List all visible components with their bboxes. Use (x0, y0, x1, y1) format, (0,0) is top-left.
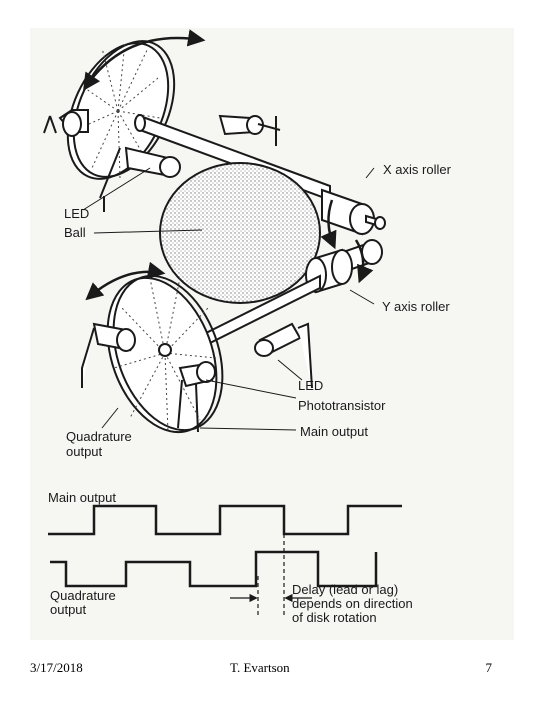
lower-encoder-disk (106, 274, 224, 434)
x-roller-rotation-arrow (320, 199, 337, 250)
label-x-axis-roller: X axis roller (383, 162, 452, 177)
label-quadrature-output-2: output (66, 444, 103, 459)
label-main-output: Main output (300, 424, 368, 439)
upper-disk-rotation-arrow (83, 29, 206, 91)
mouse-mechanism-diagram: X axis roller LED Ball Y axis roller LED… (30, 28, 514, 640)
footer-date: 3/17/2018 (30, 660, 83, 675)
main-output-waveform (48, 504, 402, 536)
label-led-top: LED (64, 206, 89, 221)
label-ball: Ball (64, 225, 86, 240)
delay-marker (230, 520, 312, 618)
footer-page-number: 7 (485, 660, 493, 675)
label-delay-3: of disk rotation (292, 610, 377, 625)
label-delay-2: depends on direction (292, 596, 413, 611)
upper-led (99, 146, 181, 212)
ball (159, 162, 321, 304)
lower-disk-rotation-arrow (85, 261, 166, 301)
label-wave-main-output: Main output (48, 490, 116, 505)
upper-bearings (43, 109, 281, 146)
label-quadrature-output-1: Quadrature (66, 429, 132, 444)
lower-phototransistor (177, 361, 216, 433)
label-led-bottom: LED (298, 378, 323, 393)
label-delay-1: Delay (lead or lag) (292, 582, 398, 597)
slide-footer: 3/17/2018 T. Evartson 7 (0, 660, 540, 680)
lower-led (81, 322, 313, 389)
footer-author: T. Evartson (230, 660, 290, 675)
quadrature-output-waveform (50, 550, 378, 588)
x-axis-roller (321, 188, 386, 236)
label-phototransistor: Phototransistor (298, 398, 386, 413)
y-roller-rotation-arrow (354, 239, 374, 284)
leader-lines (82, 167, 375, 431)
label-wave-quadrature-2: output (50, 602, 87, 617)
label-y-axis-roller: Y axis roller (382, 299, 450, 314)
label-wave-quadrature-1: Quadrature (50, 588, 116, 603)
